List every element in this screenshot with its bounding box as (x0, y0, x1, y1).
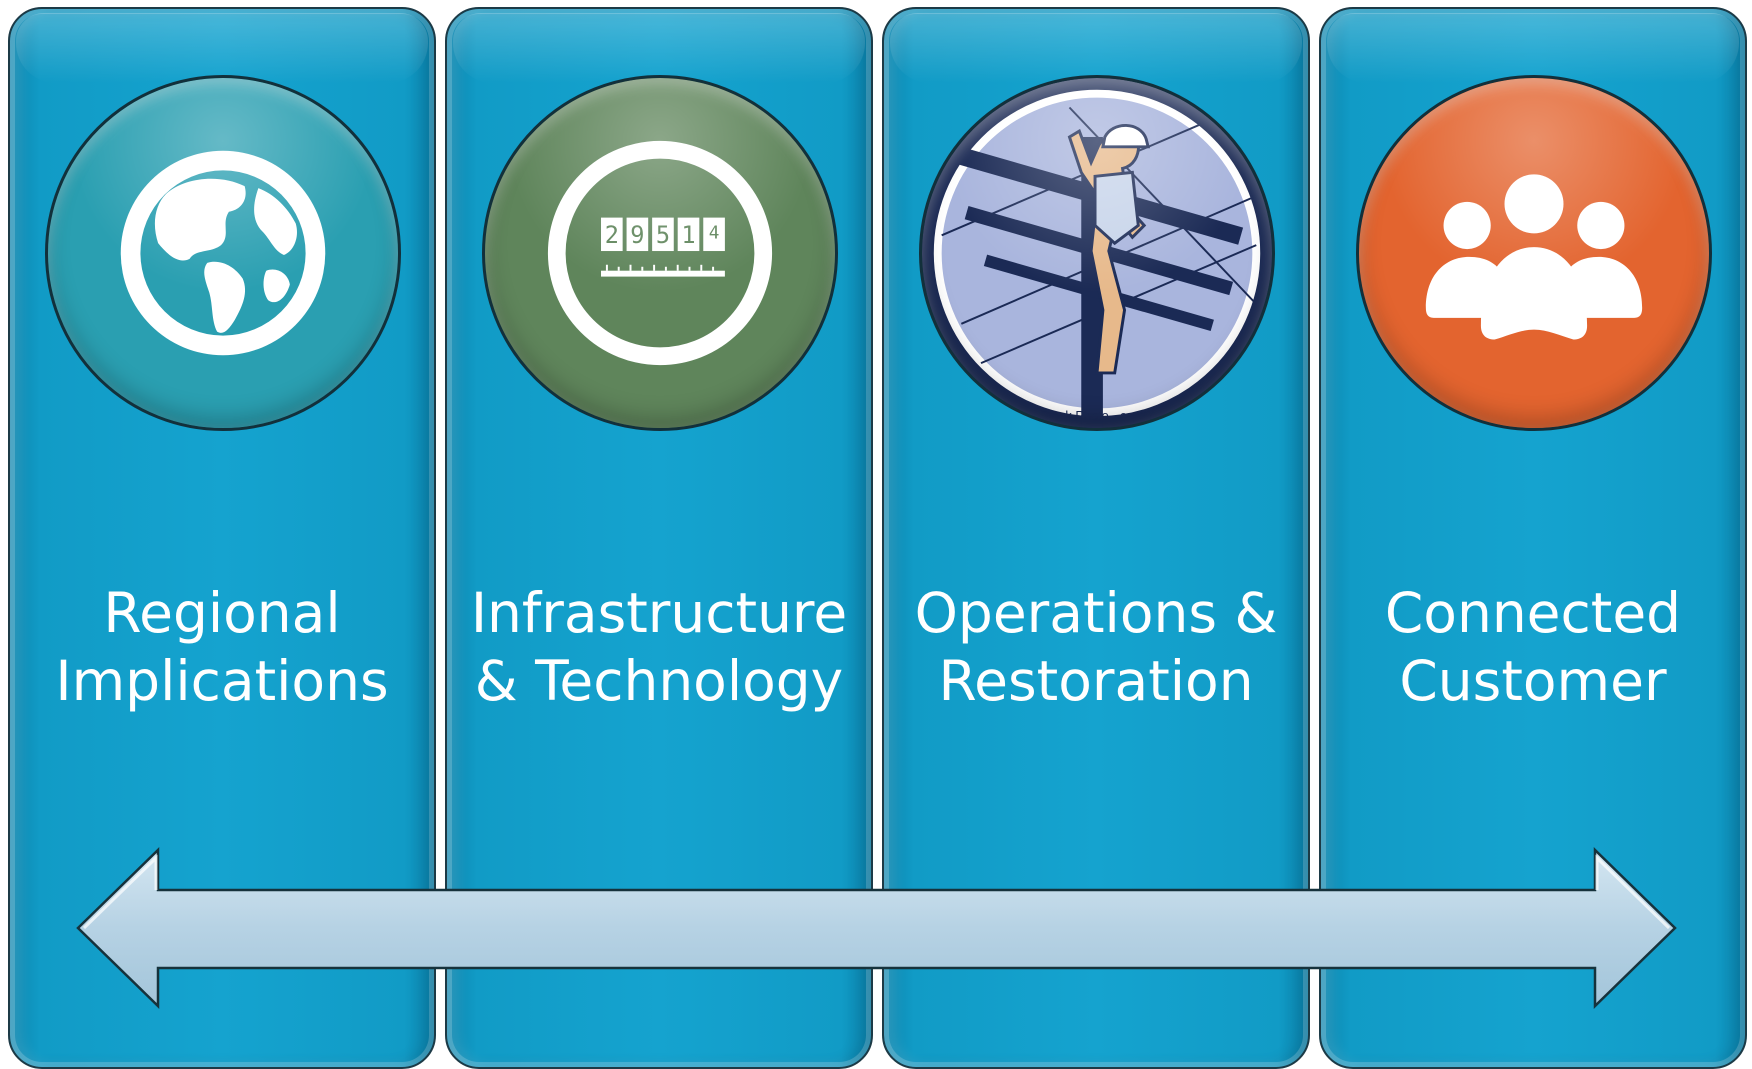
globe-icon (45, 75, 401, 431)
meter-digit: 9 (630, 221, 644, 249)
panel-title-line1: Operations & (914, 581, 1278, 645)
panel-regional-implications: Regional Implications (8, 7, 436, 1069)
panel-title-line2: & Technology (474, 649, 844, 713)
meter-digit: 4 (709, 223, 720, 243)
panel-title-line2: Restoration (938, 649, 1254, 713)
panel-gloss (453, 13, 865, 83)
panel-gloss (1327, 13, 1739, 83)
panel-gloss (16, 13, 428, 83)
panel-title-line1: Regional (103, 581, 341, 645)
panel-title: Operations & Restoration (884, 579, 1308, 715)
meter-icon: 2 9 5 1 4 (482, 75, 838, 431)
panel-title: Connected Customer (1321, 579, 1745, 715)
panel-title-line1: Infrastructure (470, 581, 848, 645)
people-icon (1356, 75, 1712, 431)
panel-title-line2: Customer (1399, 649, 1667, 713)
panel-connected-customer: Connected Customer (1319, 7, 1747, 1069)
panel-title-line2: Implications (55, 649, 389, 713)
panel-title: Infrastructure & Technology (447, 579, 871, 715)
panel-gloss (890, 13, 1302, 83)
watermark-text: Stock Photo - csp27 (1040, 408, 1154, 423)
meter-digit: 2 (605, 221, 619, 249)
panel-operations-restoration: Stock Photo - csp27 Operations & Restora… (882, 7, 1310, 1069)
meter-digit: 1 (681, 221, 695, 249)
lineman-icon: Stock Photo - csp27 (919, 75, 1275, 431)
panel-title-line1: Connected (1384, 581, 1682, 645)
meter-digit: 5 (656, 221, 670, 249)
panel-infrastructure-technology: 2 9 5 1 4 Infrastructure & Technology (445, 7, 873, 1069)
panel-title: Regional Implications (10, 579, 434, 715)
